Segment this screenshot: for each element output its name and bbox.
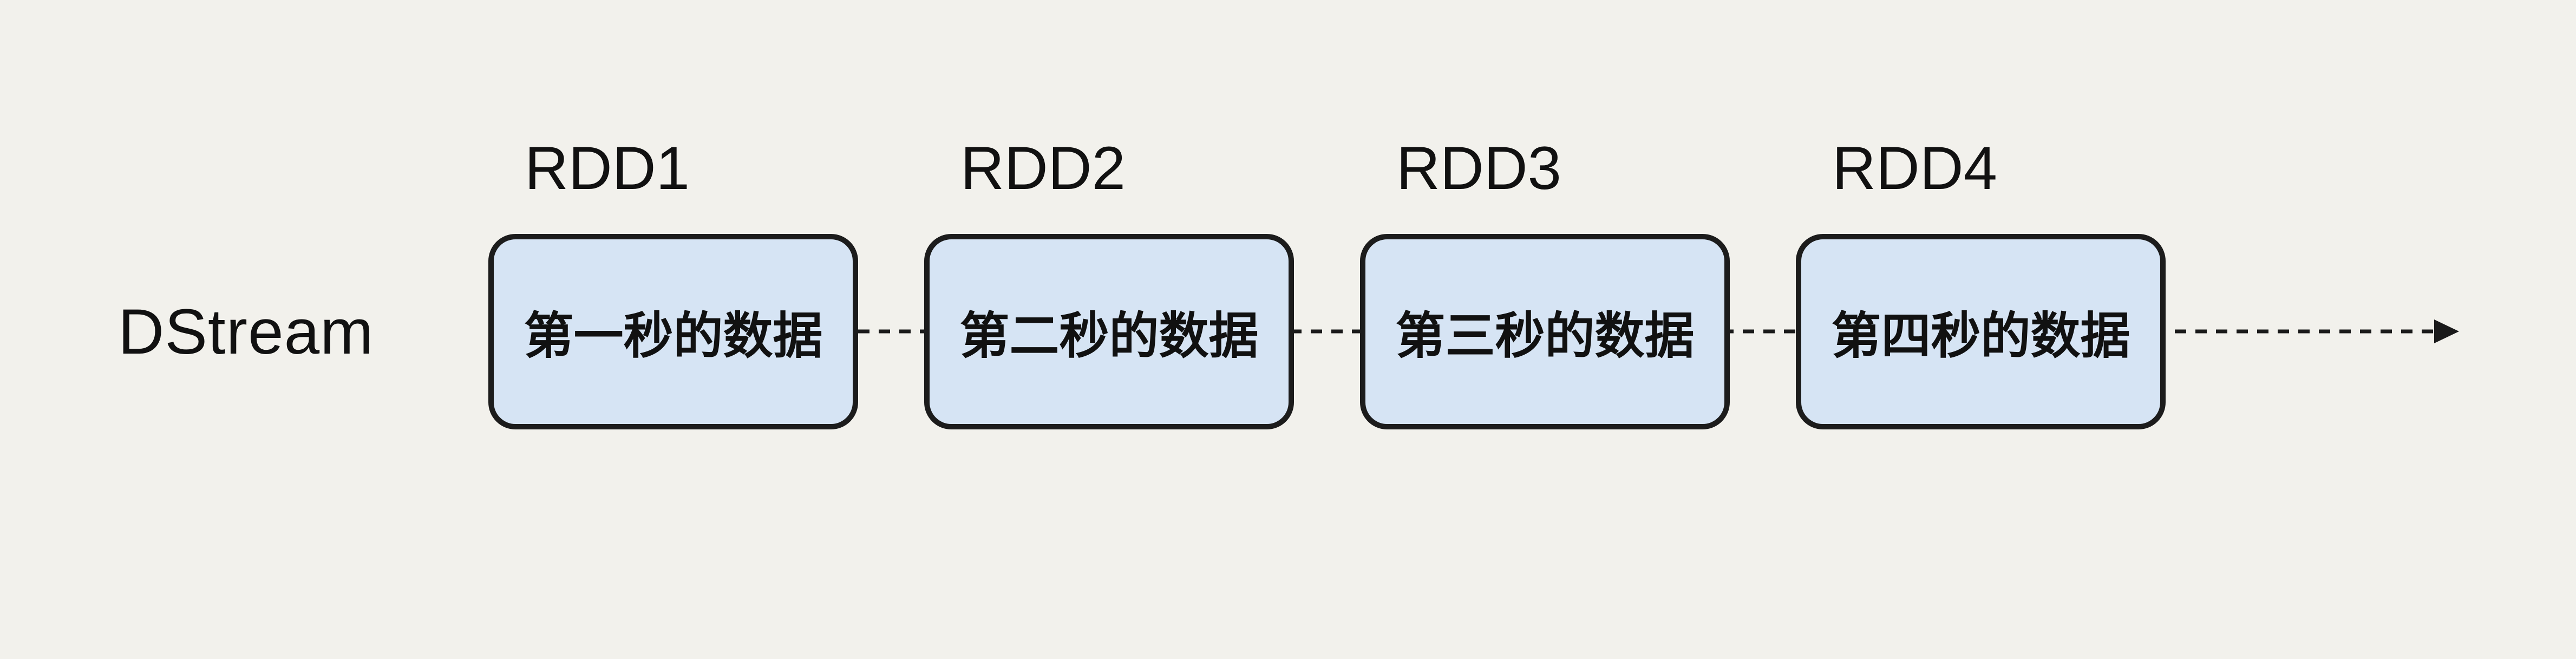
rdd4-title: RDD4 [1832, 134, 1997, 202]
rdd1-box: 第一秒的数据 [488, 234, 858, 429]
rdd1-title: RDD1 [525, 134, 690, 202]
arrow-head-icon [2434, 319, 2459, 343]
rdd4-box: 第四秒的数据 [1796, 234, 2166, 429]
rdd2-title: RDD2 [960, 134, 1126, 202]
rdd3-box: 第三秒的数据 [1360, 234, 1730, 429]
rdd2-box: 第二秒的数据 [924, 234, 1294, 429]
rdd2-node: RDD2 第二秒的数据 [924, 0, 1294, 659]
rdd1-node: RDD1 第一秒的数据 [488, 0, 858, 659]
rdd3-node: RDD3 第三秒的数据 [1360, 0, 1730, 659]
rdd3-title: RDD3 [1396, 134, 1561, 202]
rdd4-node: RDD4 第四秒的数据 [1796, 0, 2166, 659]
dstream-label: DStream [118, 296, 374, 368]
